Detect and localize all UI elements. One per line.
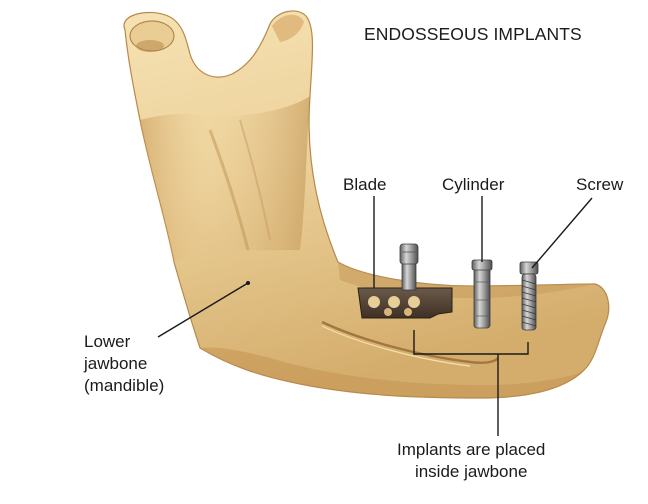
label-lower-jawbone-line1: Lower [84, 331, 164, 353]
cylinder-implant [472, 260, 492, 328]
lower-jawbone-dot [246, 281, 250, 285]
label-implant-placement: Implants are placed inside jawbone [397, 439, 545, 483]
label-lower-jawbone: Lower jawbone (mandible) [84, 331, 164, 397]
condyle-shadow [136, 40, 164, 52]
label-lower-jawbone-line3: (mandible) [84, 375, 164, 397]
label-implant-placement-line2: inside jawbone [397, 461, 545, 483]
diagram-title: ENDOSSEOUS IMPLANTS [364, 24, 582, 45]
screw-implant [520, 262, 538, 330]
ramus-shading [140, 96, 310, 262]
leader-screw [532, 198, 592, 268]
label-screw: Screw [576, 174, 623, 195]
label-lower-jawbone-line2: jawbone [84, 353, 164, 375]
label-blade: Blade [343, 174, 386, 195]
label-implant-placement-line1: Implants are placed [397, 439, 545, 461]
label-cylinder: Cylinder [442, 174, 504, 195]
